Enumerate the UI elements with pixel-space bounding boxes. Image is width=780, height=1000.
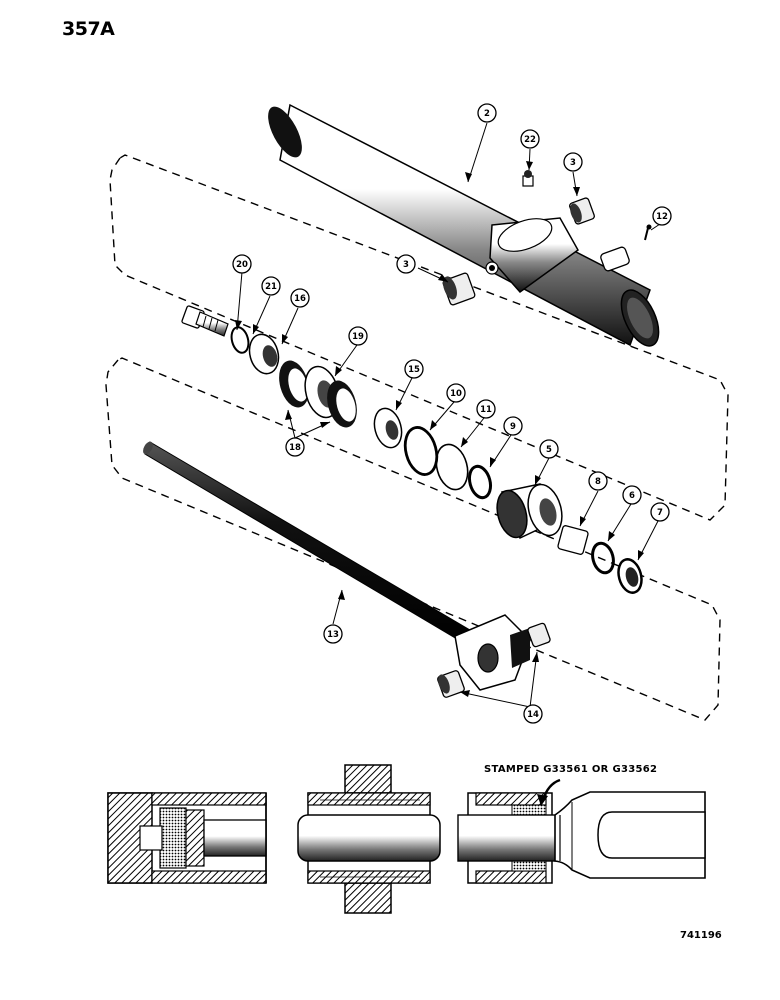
- stamp-note: STAMPED G33561 OR G33562: [484, 764, 658, 775]
- callout-6: 6: [629, 491, 635, 501]
- piston-ring-right: [327, 380, 357, 428]
- cylinder-barrel: [268, 103, 660, 347]
- callout-21: 21: [265, 282, 277, 292]
- callout-14: 14: [527, 710, 539, 720]
- rod-eye-bushing-right: [527, 622, 551, 648]
- backup-ring: [435, 443, 469, 491]
- callout-2: 2: [484, 109, 490, 119]
- callout-circles: [232, 103, 672, 724]
- drawing-number: 741196: [680, 930, 722, 941]
- section-view-piston-end: [107, 792, 267, 884]
- arrowheads: [235, 161, 644, 697]
- callout-8: 8: [595, 477, 601, 487]
- callout-5: 5: [546, 445, 552, 455]
- barrel-lug: [600, 246, 630, 272]
- screw: [644, 224, 652, 241]
- rod-bushing: [557, 525, 589, 555]
- section-view-trunnion: [297, 764, 441, 914]
- gland: [496, 483, 563, 540]
- piston-bolt: [181, 305, 229, 337]
- callout-10: 10: [450, 389, 462, 399]
- callout-16: 16: [294, 294, 306, 304]
- callout-3-lower: 3: [403, 260, 409, 270]
- piston-retainer: [248, 333, 280, 375]
- callout-20: 20: [236, 260, 248, 270]
- piston-ring-left: [279, 360, 309, 408]
- section-view-rod-end: [457, 778, 706, 884]
- piston-rod: [143, 441, 531, 691]
- spacer: [373, 407, 403, 449]
- callout-12: 12: [656, 212, 668, 222]
- rod-eye-bushing-left: [437, 670, 465, 698]
- wiper: [617, 558, 643, 594]
- callout-13: 13: [327, 630, 339, 640]
- dashed-outline-upper: [109, 154, 729, 521]
- dashed-outline-lower: [105, 357, 721, 721]
- o-ring: [403, 426, 439, 476]
- callout-18: 18: [289, 443, 301, 453]
- callout-19: 19: [352, 332, 364, 342]
- callout-11: 11: [480, 405, 492, 415]
- washer: [230, 326, 250, 354]
- callout-9: 9: [510, 422, 516, 432]
- rod-seal: [591, 541, 615, 575]
- page-number: 357A: [62, 18, 115, 40]
- wear-ring: [467, 464, 493, 500]
- callout-22: 22: [524, 135, 536, 145]
- bushing-upper: [569, 197, 595, 225]
- callout-7: 7: [657, 508, 663, 518]
- bushing-lower: [442, 272, 476, 306]
- callout-3-upper: 3: [570, 158, 576, 168]
- grease-fitting: [522, 170, 534, 187]
- callout-15: 15: [408, 365, 420, 375]
